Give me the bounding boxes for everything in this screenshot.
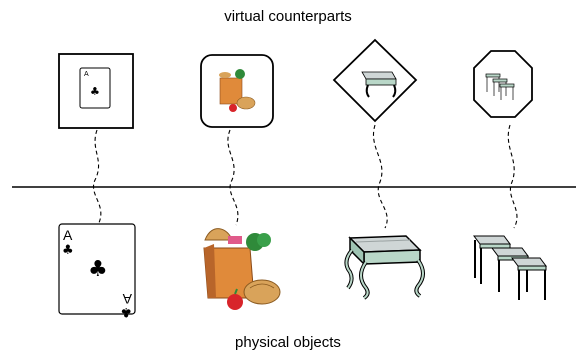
physical-groceries[interactable] <box>203 228 281 310</box>
connector-nesting-tables <box>507 124 518 229</box>
grocery-bag-icon <box>219 69 256 112</box>
card-rank-bottom: A <box>122 291 132 307</box>
virtual-counterparts-label: virtual counterparts <box>224 8 352 25</box>
card-suit-small: ♣ <box>90 85 100 98</box>
card-outline <box>58 223 136 315</box>
physical-table[interactable] <box>344 235 425 300</box>
card-suit-bottom: ♣ <box>120 304 132 319</box>
connector-table <box>373 124 388 229</box>
ace-of-clubs-card-icon: A ♣ <box>79 67 111 109</box>
physical-objects-label: physical objects <box>235 334 341 351</box>
nesting-tables-icon <box>485 73 515 100</box>
virtual-card[interactable]: A ♣ <box>58 53 134 129</box>
card-suit-top: ♣ <box>62 243 74 258</box>
connector-groceries <box>227 129 239 226</box>
card-rank-top: A <box>63 227 73 243</box>
virtual-nesting-tables[interactable] <box>473 50 533 118</box>
virtual-groceries[interactable] <box>200 54 274 128</box>
baguette-icon <box>204 228 233 241</box>
card-suit-center: ♣ <box>88 257 108 282</box>
card-rank-small: A <box>84 71 89 78</box>
virtual-table[interactable] <box>332 38 418 123</box>
physical-card[interactable]: A ♣ ♣ ♣ A <box>58 223 136 319</box>
table-icon <box>361 71 397 98</box>
connector-card <box>92 129 102 226</box>
apple-icon <box>227 294 243 310</box>
physical-nesting-tables[interactable] <box>473 235 547 300</box>
